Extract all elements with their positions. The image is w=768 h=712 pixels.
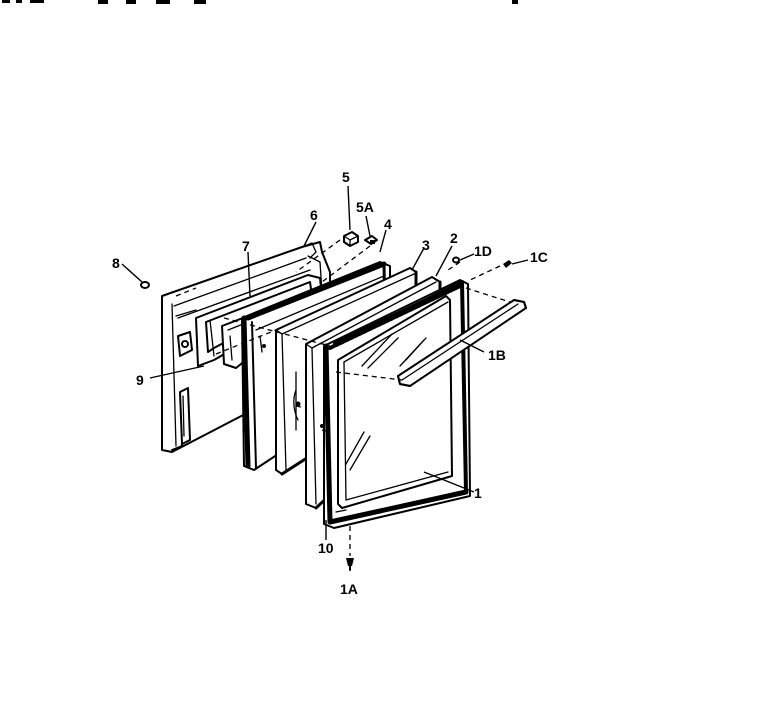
screw-1A (346, 558, 354, 571)
spacer-5A (364, 235, 378, 245)
label-1D: 1D (474, 243, 492, 259)
label-3: 3 (422, 237, 430, 253)
leader-lines (121, 185, 529, 540)
door-handle (397, 299, 527, 387)
clip-5 (343, 231, 359, 247)
label-5: 5 (342, 169, 350, 185)
label-4: 4 (384, 216, 392, 232)
label-1: 1 (474, 485, 482, 501)
label-5A: 5A (356, 199, 374, 215)
label-6: 6 (310, 207, 318, 223)
top-edge-marks (2, 0, 518, 4)
screw-1D (452, 256, 460, 264)
label-8: 8 (112, 255, 120, 271)
outer-door-panel (323, 279, 471, 529)
screw-8 (140, 281, 150, 289)
label-1C: 1C (530, 249, 548, 265)
callout-labels: 8 9 7 6 5 5A 4 3 2 1D 1C 1B 1 10 1A (112, 169, 548, 597)
label-1A: 1A (340, 581, 358, 597)
label-7: 7 (242, 238, 250, 254)
assembly-lines (175, 239, 511, 556)
label-9: 9 (136, 372, 144, 388)
screw-1C (503, 260, 512, 268)
label-1B: 1B (488, 347, 506, 363)
label-10: 10 (318, 540, 334, 556)
label-2: 2 (450, 230, 458, 246)
